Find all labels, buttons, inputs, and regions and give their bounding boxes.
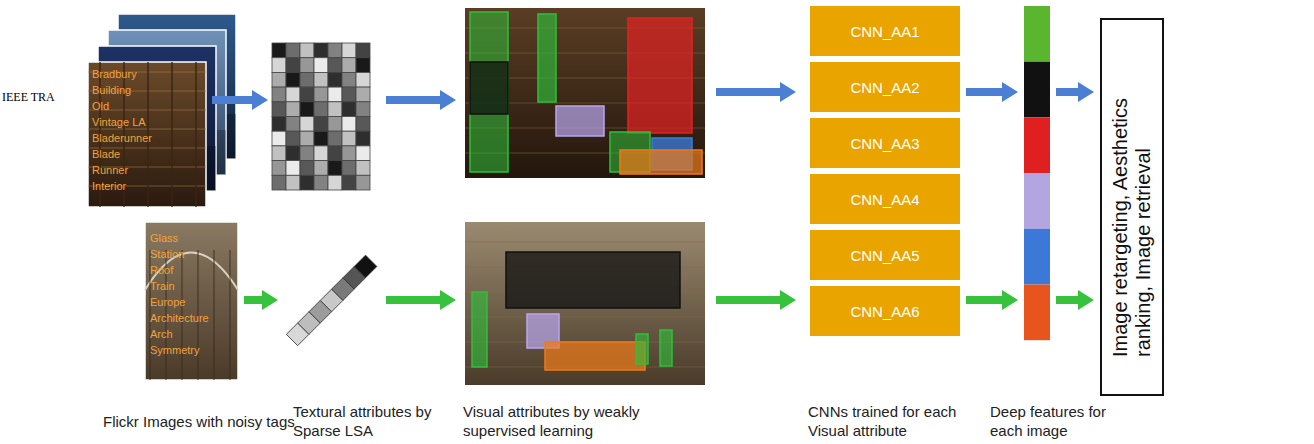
photo-tag: Glass [150, 232, 178, 245]
cnn-label: CNN_AA1 [850, 23, 919, 40]
flickr-photo [145, 222, 238, 380]
cnn-box: CNN_AA6 [810, 286, 960, 336]
attribute-vector [286, 255, 377, 346]
photo-tag: Vintage LA [92, 116, 146, 129]
photo-tag: Blade [92, 148, 120, 161]
photo-tag: Runner [92, 164, 128, 177]
flow-arrow [716, 290, 796, 310]
photo-tag: Bradbury [92, 68, 137, 81]
stage-caption: Deep features for each image [990, 402, 1122, 440]
cnn-box: CNN_AA4 [810, 174, 960, 224]
flow-arrow [1056, 82, 1094, 102]
stage-caption: Visual attributes by weakly supervised l… [463, 402, 668, 440]
flow-arrow [244, 290, 278, 310]
photo-tag: Train [150, 280, 175, 293]
cnn-box: CNN_AA5 [810, 230, 960, 280]
cnn-label: CNN_AA4 [850, 191, 919, 208]
photo-tag: Symmetry [150, 344, 200, 357]
photo-tag: Bladerunner [92, 132, 152, 145]
cnn-box: CNN_AA1 [810, 6, 960, 56]
flickr-photo [88, 62, 206, 207]
stage-caption: CNNs trained for each Visual attribute [808, 402, 980, 440]
flow-arrow [966, 82, 1018, 102]
cnn-label: CNN_AA2 [850, 79, 919, 96]
flow-arrow [716, 82, 796, 102]
cnn-label: CNN_AA5 [850, 247, 919, 264]
flow-arrow [386, 90, 456, 110]
application-box: Image retargeting, Aesthetics ranking, I… [1100, 18, 1164, 396]
cnn-label: CNN_AA6 [850, 303, 919, 320]
photo-tag: Architecture [150, 312, 209, 325]
photo-tag: Building [92, 84, 131, 97]
photo-tag: Station [150, 248, 184, 261]
attribute-image [465, 8, 705, 178]
flow-arrow [966, 290, 1018, 310]
flow-arrow [386, 290, 456, 310]
cnn-box: CNN_AA3 [810, 118, 960, 168]
attribute-matrix [272, 43, 370, 190]
watermark: IEEE TRA [2, 90, 55, 105]
photo-tag: Europe [150, 296, 185, 309]
photo-tag: Interior [92, 180, 126, 193]
photo-tag: Old [92, 100, 109, 113]
photo-tag: Arch [150, 328, 173, 341]
cnn-box: CNN_AA2 [810, 62, 960, 112]
feature-bar [1024, 6, 1050, 340]
attribute-image [465, 222, 705, 385]
stage-caption: Textural attributes by Sparse LSA [293, 402, 458, 440]
flow-arrow [1056, 290, 1094, 310]
cnn-label: CNN_AA3 [850, 135, 919, 152]
application-label: Image retargeting, Aesthetics ranking, I… [1109, 57, 1155, 357]
flow-arrow [212, 90, 268, 110]
photo-tag: Roof [150, 264, 173, 277]
